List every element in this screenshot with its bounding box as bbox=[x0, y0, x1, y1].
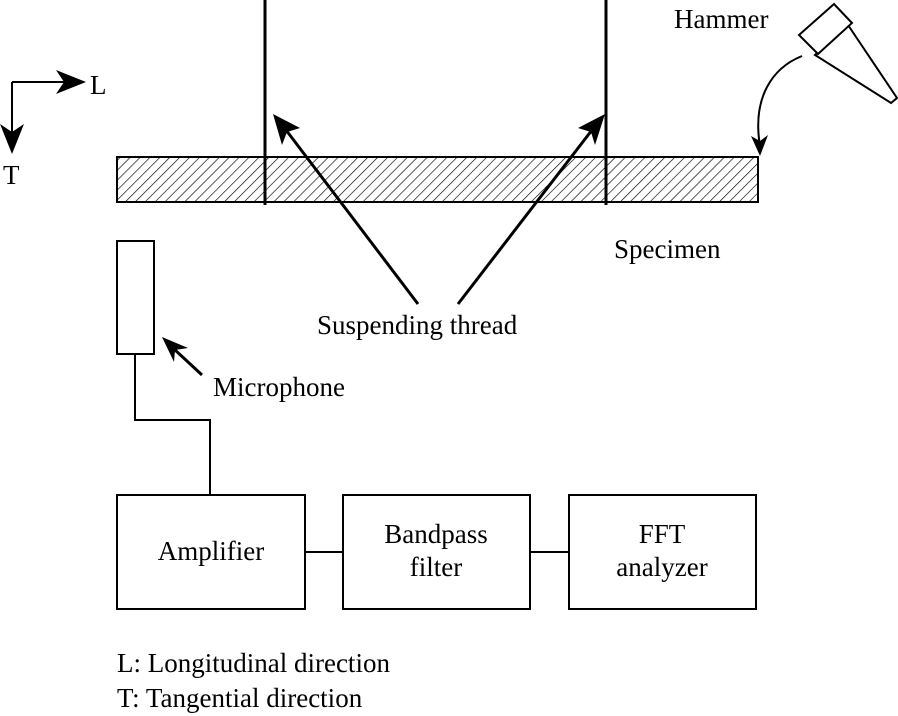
fft-analyzer-label-line1: FFT bbox=[639, 519, 686, 549]
amplifier-block: Amplifier bbox=[116, 494, 306, 610]
fft-analyzer-box bbox=[568, 494, 757, 610]
l-axis-label: L bbox=[90, 70, 107, 100]
pointer-arrow-left-head bbox=[273, 114, 300, 145]
hammer-head bbox=[797, 2, 854, 56]
pointer-arrow-right-shaft bbox=[456, 129, 594, 305]
microphone-pointer-shaft bbox=[172, 347, 204, 377]
suspending-thread-label: Suspending thread bbox=[317, 310, 518, 340]
amplifier-box bbox=[116, 494, 306, 610]
thread-pointer-arrows bbox=[273, 114, 605, 305]
microphone-label: Microphone bbox=[213, 372, 345, 402]
legend-longitudinal: L: Longitudinal direction bbox=[117, 648, 390, 678]
hammer-icon bbox=[797, 2, 898, 105]
specimen-label: Specimen bbox=[614, 234, 721, 264]
microphone-pointer-head bbox=[162, 337, 188, 362]
t-axis-arrowhead bbox=[0, 124, 24, 154]
pointer-arrow-right-head bbox=[578, 114, 605, 145]
hammer-strike-arrowhead bbox=[751, 135, 768, 156]
bandpass-filter-box bbox=[342, 494, 531, 610]
amplifier-label: Amplifier bbox=[158, 536, 264, 566]
l-axis-arrowhead bbox=[56, 70, 86, 94]
t-axis-label: T bbox=[3, 160, 20, 190]
microphone-cable bbox=[134, 354, 211, 495]
bandpass-filter-label-line1: Bandpass bbox=[384, 519, 488, 549]
legend-tangential: T: Tangential direction bbox=[117, 683, 363, 713]
bandpass-filter-label-line2: filter bbox=[410, 552, 462, 582]
microphone-icon bbox=[116, 240, 155, 355]
fft-analyzer-label-line2: analyzer bbox=[616, 552, 707, 582]
fft-analyzer-block: FFT analyzer bbox=[568, 494, 757, 610]
direction-axes: L T bbox=[0, 70, 107, 190]
pointer-arrow-left-shaft bbox=[284, 129, 420, 305]
bandpass-filter-block: Bandpass filter bbox=[342, 494, 531, 610]
specimen-bar bbox=[116, 156, 759, 203]
hammer-strike-curve bbox=[757, 55, 803, 147]
hammer-label: Hammer bbox=[674, 4, 768, 34]
